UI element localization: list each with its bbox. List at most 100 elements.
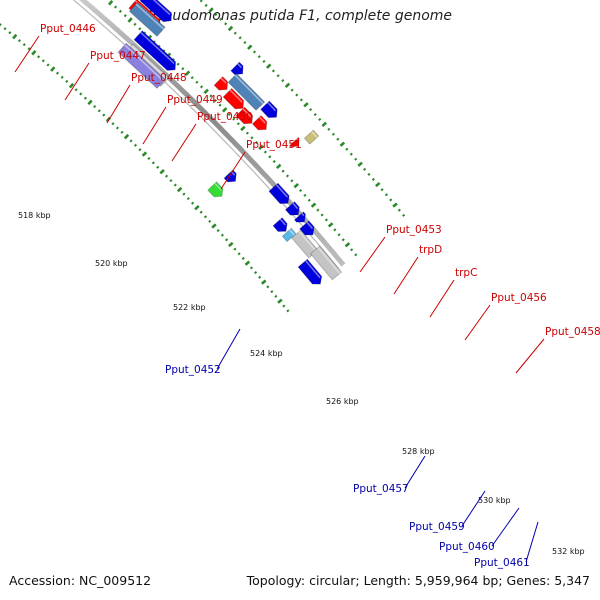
gene-feature-highlight: [237, 63, 243, 69]
grid-dot: [0, 23, 2, 27]
grid-dot: [127, 17, 133, 23]
grid-dot: [284, 82, 291, 89]
grid-dot: [74, 88, 78, 92]
gene-feature: [117, 42, 166, 89]
gene-feature-highlight: [220, 77, 227, 84]
gene-feature: [299, 220, 315, 236]
grid-dot: [240, 125, 246, 132]
grid-dot: [303, 102, 309, 108]
grid-dot: [181, 67, 185, 71]
grid-dot: [199, 210, 203, 214]
position-grid: [0, 0, 406, 313]
gene-feature-highlight: [289, 229, 295, 236]
gene-features: [117, 0, 343, 285]
grid-dot: [307, 198, 311, 202]
gene-feature-highlight: [130, 45, 168, 80]
grid-dot: [357, 161, 363, 167]
grid-dot: [277, 298, 283, 304]
grid-dot: [214, 13, 218, 17]
gene-feature-highlight: [229, 89, 243, 103]
gene-feature: [213, 76, 229, 91]
grid-dot: [22, 43, 26, 47]
backbone-group: [72, 0, 346, 270]
grid-dot: [159, 169, 165, 175]
gene-label-forward: trpD: [419, 244, 442, 256]
grid-dot: [115, 126, 120, 130]
grid-dot: [219, 17, 223, 21]
grid-dot: [243, 40, 247, 45]
grid-dot: [218, 103, 222, 107]
callout-line-reverse: [525, 521, 539, 563]
gene-feature-highlight: [306, 221, 314, 230]
grid-dot: [316, 208, 320, 212]
grid-dot: [237, 252, 241, 256]
grid-dot: [31, 49, 37, 56]
grid-dot: [299, 188, 303, 193]
gene-feature-highlight: [292, 202, 299, 210]
grid-dot: [247, 44, 253, 50]
grid-dot: [236, 122, 240, 126]
grid-dot: [275, 163, 282, 170]
grid-dot: [224, 22, 228, 26]
grid-dot: [133, 143, 138, 147]
grid-dot: [310, 202, 317, 208]
callout-line-forward: [429, 279, 455, 318]
grid-dot: [263, 150, 267, 154]
grid-dot: [309, 108, 313, 112]
grid-dot: [282, 304, 286, 308]
callout-line-reverse: [491, 507, 520, 547]
grid-dot: [233, 31, 237, 35]
grid-dot: [238, 36, 242, 40]
grid-dot: [138, 27, 142, 31]
gene-feature: [309, 245, 343, 281]
grid-dot: [118, 9, 122, 13]
grid-dot: [363, 167, 367, 171]
callout-line-reverse: [404, 455, 426, 489]
gene-feature-highlight: [135, 3, 165, 30]
grid-dot: [195, 80, 199, 84]
grid-dot: [232, 117, 236, 121]
tick-label: 526 kbp: [326, 397, 359, 406]
grid-dot: [303, 193, 307, 197]
grid-dot: [380, 188, 384, 192]
gene-callouts: Pput_0446Pput_0447Pput_0448Pput_0449Pput…: [14, 23, 600, 569]
grid-dot: [169, 179, 173, 183]
grid-dot: [349, 152, 353, 156]
grid-dot: [65, 79, 69, 84]
gene-feature: [288, 136, 300, 148]
gene-label-forward: trpC: [455, 267, 477, 279]
gene-feature-highlight: [234, 74, 264, 105]
gene-label-reverse: Pput_0461: [474, 557, 530, 569]
grid-dot: [97, 109, 101, 113]
callout-line-forward: [515, 338, 545, 374]
gene-feature: [291, 229, 319, 259]
grid-dot: [295, 93, 299, 97]
callout-line-forward: [359, 236, 386, 273]
gene-feature: [303, 129, 320, 145]
grid-dot: [173, 183, 177, 187]
grid-dot: [285, 174, 290, 178]
grid-dot: [274, 294, 278, 298]
grid-dot: [147, 156, 151, 161]
grid-dot: [354, 157, 358, 161]
grid-dot: [164, 174, 169, 178]
grid-dot: [203, 215, 208, 219]
grid-dot: [337, 233, 341, 237]
grid-dot: [68, 82, 75, 89]
gene-feature-highlight: [124, 44, 165, 82]
grid-dot: [336, 137, 340, 141]
gene-label-forward: Pput_0456: [491, 292, 547, 304]
grid-dot: [46, 63, 50, 67]
grid-dot: [129, 139, 133, 143]
grid-dot: [392, 202, 398, 208]
gene-feature-highlight: [298, 231, 317, 253]
grid-dot: [41, 59, 45, 63]
grid-dot: [233, 247, 237, 251]
callout-line-forward: [142, 106, 167, 145]
grid-dot: [266, 285, 270, 289]
grid-dot: [37, 55, 41, 59]
tick-label: 518 kbp: [18, 211, 51, 220]
grid-dot: [254, 271, 258, 275]
gene-feature: [293, 211, 306, 223]
